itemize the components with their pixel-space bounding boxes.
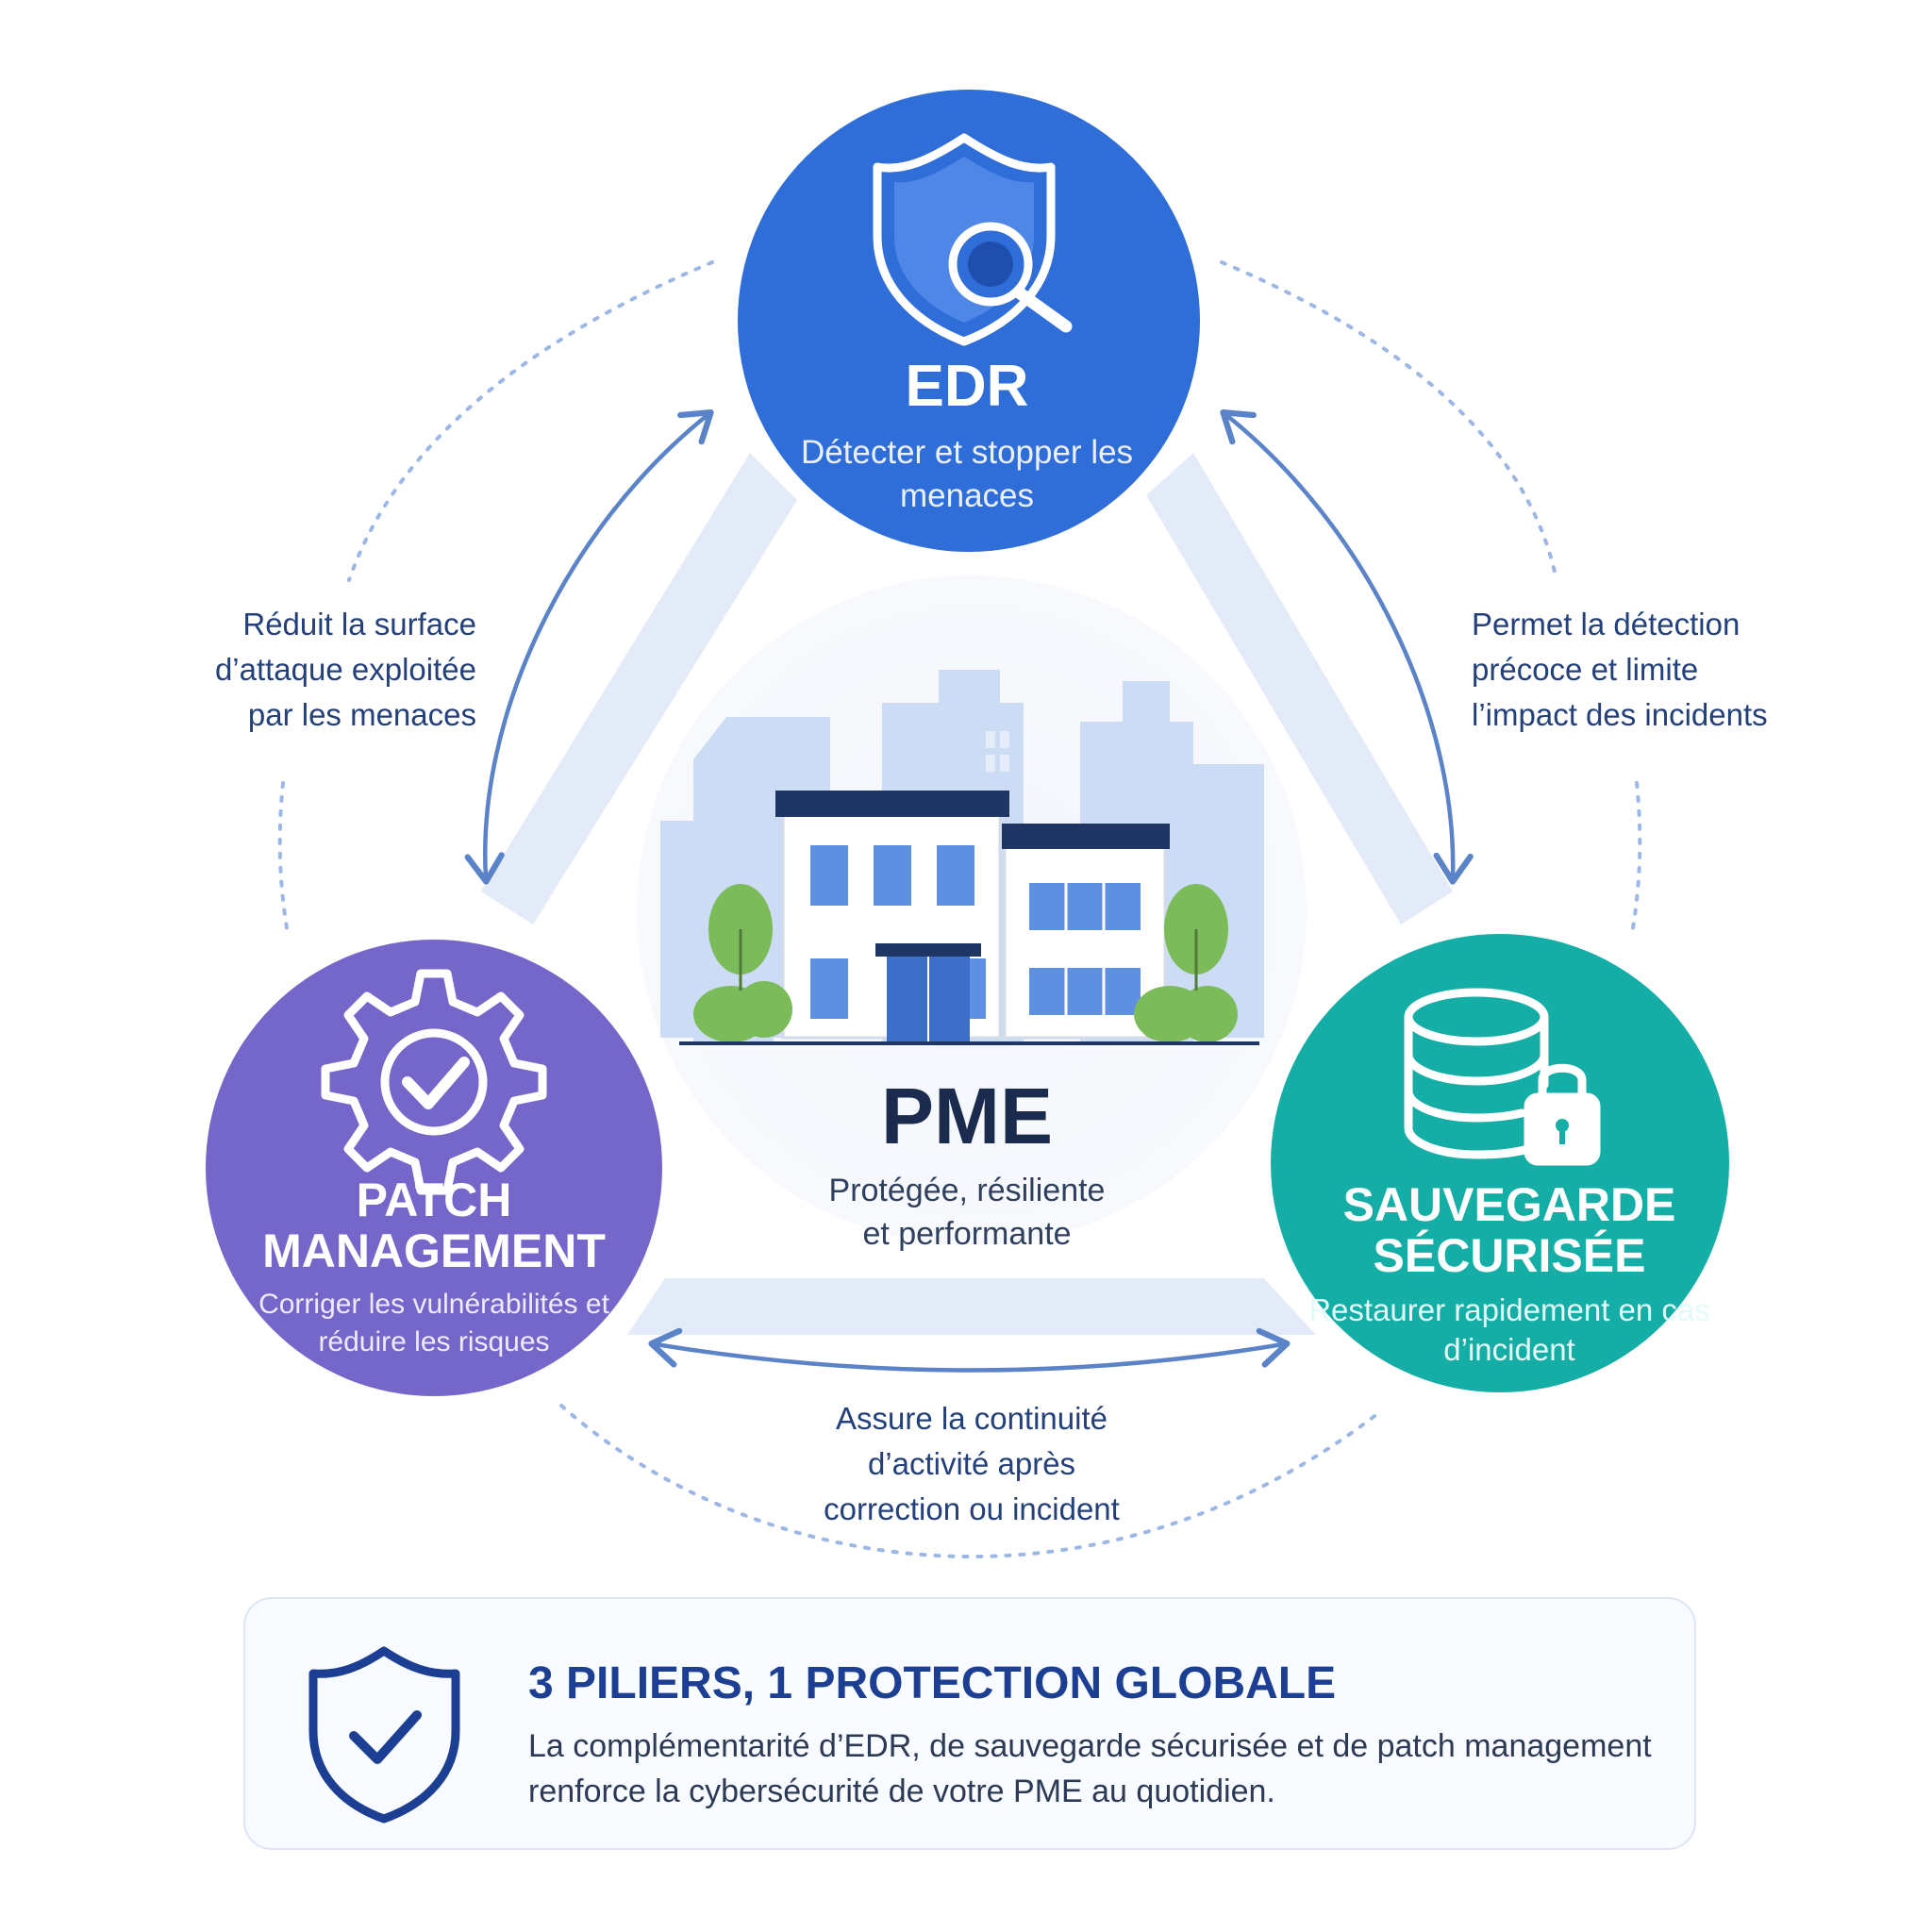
edge-label-patch-sauvegarde: Assure la continuité d’activité après co…	[824, 1401, 1120, 1526]
shield-magnifier-icon	[873, 133, 1073, 346]
database-lock-icon	[1404, 988, 1601, 1166]
gear-check-icon	[321, 969, 547, 1195]
patch-description: Corriger les vulnérabilités et réduire l…	[258, 1289, 609, 1357]
center-title: PME	[880, 1072, 1054, 1160]
edge-label-edr-sauvegarde: Permet la détection précoce et limite l’…	[1472, 607, 1768, 732]
patch-node	[206, 940, 662, 1396]
arrow-edr-sauvegarde	[1220, 409, 1474, 885]
patch-node-label: PATCH MANAGEMENT Corriger les vulnérabil…	[217, 1174, 651, 1361]
outer-dotted-ring	[277, 260, 1642, 1559]
edr-description: Détecter et stopper les menaces	[800, 434, 1134, 514]
summary-body: La complémentarité d’EDR, de sauvegarde …	[528, 1728, 1652, 1809]
shield-check-icon	[308, 1646, 460, 1824]
building-illustration	[660, 670, 1264, 1045]
sauvegarde-title: SAUVEGARDE SÉCURISÉE	[1342, 1178, 1676, 1282]
summary-card: 3 PILIERS, 1 PROTECTION GLOBALE La compl…	[243, 1597, 1696, 1850]
patch-title: PATCH MANAGEMENT	[262, 1174, 606, 1277]
arrow-edr-patch	[464, 409, 714, 885]
edr-node	[738, 90, 1200, 552]
sauvegarde-description: Restaurer rapidement en cas d’incident	[1308, 1292, 1710, 1367]
summary-title: 3 PILIERS, 1 PROTECTION GLOBALE	[528, 1658, 1337, 1708]
edr-node-label: EDR Détecter et stopper les menaces	[778, 354, 1156, 518]
arrow-patch-sauvegarde	[648, 1327, 1291, 1373]
edr-title: EDR	[905, 354, 1029, 419]
edge-label-edr-patch: Réduit la surface d’attaque exploitée pa…	[214, 607, 476, 732]
center-label: PME Protégée, résiliente et performante	[778, 1071, 1156, 1256]
sauvegarde-node-label: SAUVEGARDE SÉCURISÉE Restaurer rapidemen…	[1288, 1179, 1731, 1370]
sauvegarde-node	[1271, 934, 1729, 1392]
center-subtitle: Protégée, résiliente et performante	[828, 1173, 1106, 1252]
